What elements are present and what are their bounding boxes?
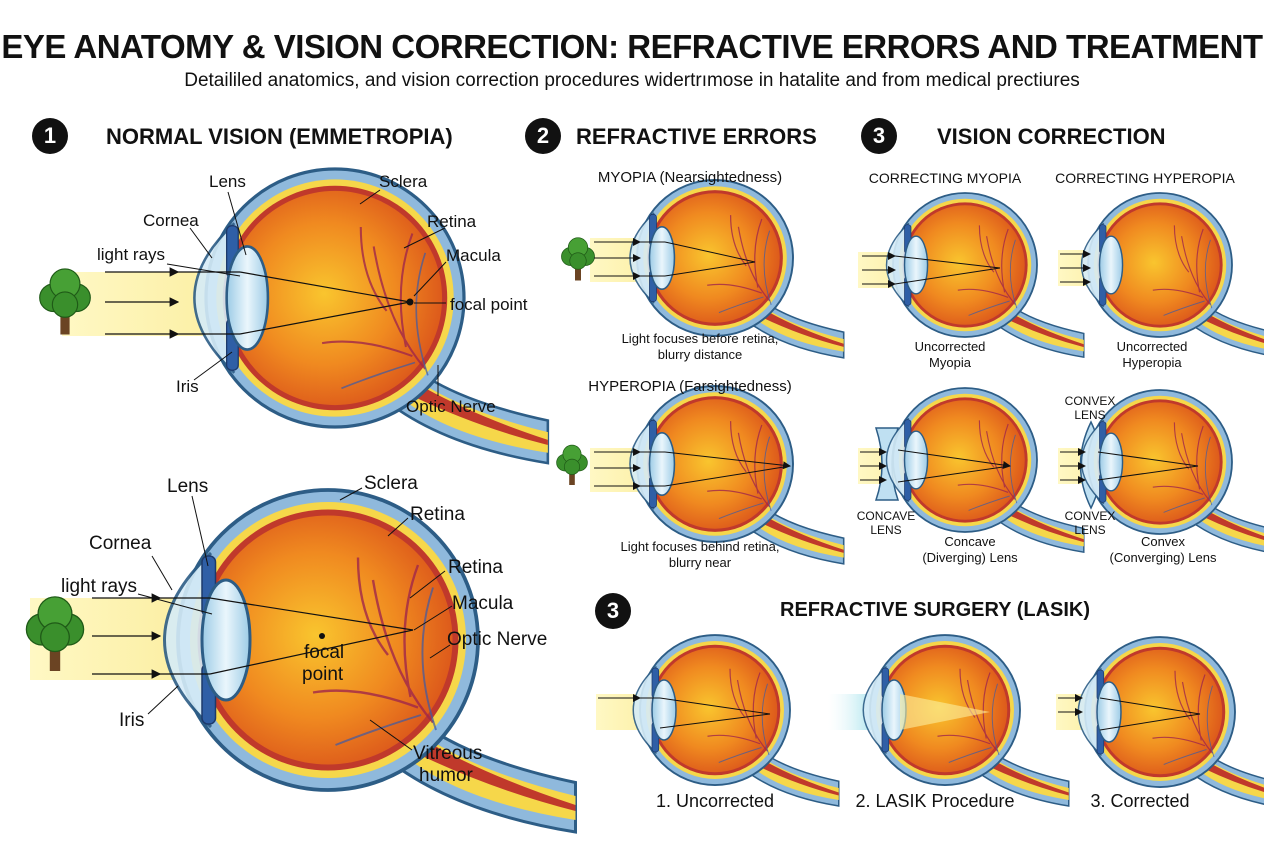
label-point: point — [302, 664, 344, 685]
label-macula: Macula — [452, 593, 514, 614]
section-2-heading: REFRACTIVE ERRORS — [576, 124, 817, 149]
section-3-heading: VISION CORRECTION — [937, 124, 1166, 149]
lasik-step-2-label: 2. LASIK Procedure — [855, 791, 1015, 811]
section-4-heading: REFRACTIVE SURGERY (LASIK) — [780, 599, 1091, 621]
section-4-badge: 3 — [595, 593, 631, 629]
uncorrected-hyperopia-eye — [1058, 192, 1264, 359]
concave-corrected-eye — [858, 387, 1085, 554]
convex-corrected-2: (Converging) Lens — [1109, 550, 1217, 565]
uncorrected-hyperopia-1: Uncorrected — [1116, 339, 1188, 354]
hyperopia-title: HYPEROPIA (Farsightedness) — [588, 378, 792, 395]
label-sclera: Sclera — [364, 473, 418, 494]
normal-eye-top — [39, 167, 550, 465]
lasik-step-2-eye — [828, 634, 1070, 807]
page-title: EYE ANATOMY & VISION CORRECTION: REFRACT… — [1, 28, 1263, 65]
label-cornea: Cornea — [89, 533, 152, 554]
correcting-myopia-title: CORRECTING MYOPIA — [868, 170, 1022, 186]
label-focal-point: focal point — [450, 295, 528, 314]
section-1-badge: 1 — [32, 118, 68, 154]
lasik-step-1-eye — [596, 634, 840, 807]
convex-lens-label-1: CONVEX — [1064, 509, 1116, 523]
convex-corrected-eye — [1058, 389, 1264, 556]
normal-eye-bottom — [25, 487, 578, 834]
convex-lens-top-label-2: LENS — [1074, 408, 1106, 422]
uncorrected-myopia-2: Myopia — [929, 355, 971, 370]
section-1-heading: NORMAL VISION (EMMETROPIA) — [106, 124, 453, 149]
label-light-rays: light rays — [97, 245, 166, 264]
label-retina-inner: Retina — [448, 557, 503, 578]
uncorrected-myopia-eye — [858, 192, 1085, 359]
label-light-rays: light rays — [61, 576, 138, 597]
convex-lens-label-2: LENS — [1074, 523, 1106, 537]
convex-lens-top-label-1: CONVEX — [1064, 394, 1116, 408]
lasik-step-3-label: 3. Corrected — [1090, 791, 1190, 811]
concave-lens-label-1: CONCAVE — [856, 509, 916, 523]
hyperopia-eye — [556, 385, 845, 565]
label-focal: focal — [304, 642, 345, 663]
convex-corrected-1: Convex — [1140, 534, 1186, 549]
label-lens: Lens — [209, 172, 246, 191]
label-macula: Macula — [446, 246, 501, 265]
label-retina-outer: Retina — [410, 504, 465, 525]
myopia-title: MYOPIA (Nearsightedness) — [597, 169, 783, 186]
concave-lens-label-2: LENS — [870, 523, 902, 537]
uncorrected-myopia-1: Uncorrected — [914, 339, 986, 354]
label-retina: Retina — [427, 212, 477, 231]
correcting-hyperopia-title: CORRECTING HYPEROPIA — [1055, 170, 1235, 186]
lasik-step-3-eye — [1056, 636, 1264, 809]
myopia-eye — [561, 179, 845, 359]
uncorrected-hyperopia-2: Hyperopia — [1122, 355, 1182, 370]
section-2-badge: 2 — [525, 118, 561, 154]
hyperopia-caption-1: Light focuses behind retina, — [620, 539, 780, 554]
concave-corrected-1: Concave — [944, 534, 996, 549]
lasik-step-1-label: 1. Uncorrected — [655, 791, 775, 811]
label-vitreous: Vitreous — [413, 743, 483, 764]
myopia-caption-1: Light focuses before retina, — [621, 331, 779, 346]
concave-corrected-2: (Diverging) Lens — [922, 550, 1018, 565]
label-iris: Iris — [176, 377, 199, 396]
section-3-badge: 3 — [861, 118, 897, 154]
label-optic-nerve: Optic Nerve — [447, 629, 548, 650]
label-humor: humor — [419, 765, 473, 786]
label-sclera: Sclera — [379, 172, 428, 191]
label-cornea: Cornea — [143, 211, 199, 230]
label-iris: Iris — [119, 710, 145, 731]
label-optic-nerve: Optic Nerve — [406, 397, 496, 416]
hyperopia-caption-2: blurry near — [668, 555, 732, 570]
label-lens: Lens — [167, 476, 209, 497]
page-subtitle: Detaililed anatomics, and vision correct… — [184, 70, 1080, 91]
myopia-caption-2: blurry distance — [657, 347, 743, 362]
